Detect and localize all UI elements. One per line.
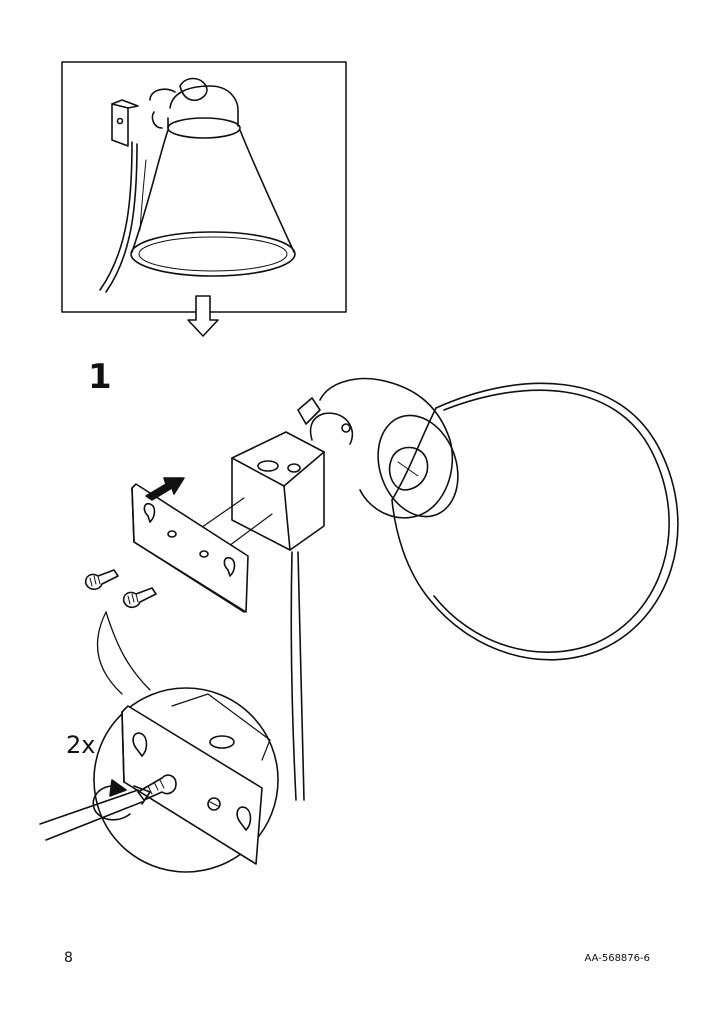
step-number: 1 [88, 357, 112, 397]
detail-callout [39, 687, 279, 873]
lamp-main [84, 377, 679, 801]
screw [122, 587, 157, 609]
quantity-label: 2x [66, 731, 96, 759]
screw [84, 569, 119, 591]
overview-panel [61, 61, 347, 337]
page-number: 8 [64, 950, 73, 966]
document-id: AA-568876-6 [584, 953, 651, 964]
